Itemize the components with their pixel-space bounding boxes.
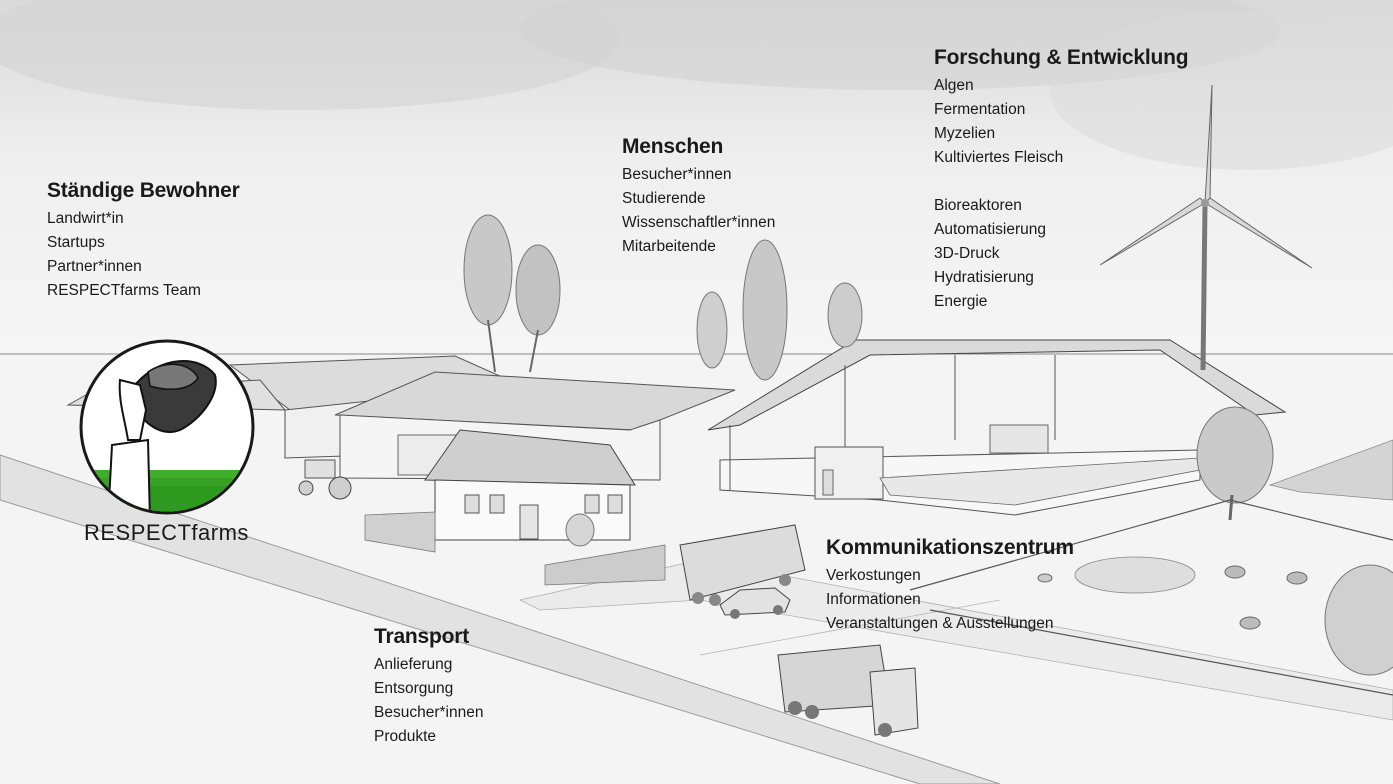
research-list: Algen Fermentation Myzelien Kultiviertes… <box>934 74 1188 314</box>
communication-block: Kommunikationszentrum Verkostungen Infor… <box>826 536 1074 636</box>
car <box>719 587 791 619</box>
list-item: Bioreaktoren <box>934 197 1022 214</box>
list-item: Landwirt*in <box>47 210 124 227</box>
list-item: Fermentation <box>934 101 1026 118</box>
field <box>1268 439 1393 501</box>
hedge <box>544 544 666 586</box>
cow <box>1037 573 1053 583</box>
list-item: Myzelien <box>934 125 996 142</box>
list-item: Automatisierung <box>934 221 1047 238</box>
list-item: Energie <box>934 293 988 310</box>
cloud <box>1050 10 1393 170</box>
fence <box>909 499 1393 591</box>
house-window <box>584 494 600 514</box>
list-item: Veranstaltungen & Ausstellungen <box>826 615 1054 632</box>
cow <box>1224 565 1246 579</box>
tree <box>1196 406 1274 504</box>
residents-block: Ständige Bewohner Landwirt*in Startups P… <box>47 179 240 303</box>
bus <box>679 524 806 606</box>
cow <box>1286 571 1308 585</box>
people-block: Menschen Besucher*innen Studierende Wiss… <box>622 135 775 259</box>
list-item: Wissenschaftler*innen <box>622 214 776 231</box>
tree <box>827 282 863 348</box>
residents-list: Landwirt*in Startups Partner*innen RESPE… <box>47 207 240 303</box>
list-item: Kultiviertes Fleisch <box>934 149 1064 166</box>
list-item: RESPECTfarms Team <box>47 282 201 299</box>
list-spacer <box>934 170 1188 194</box>
pond <box>1074 556 1196 594</box>
communication-list: Verkostungen Informationen Veranstaltung… <box>826 564 1074 636</box>
fence <box>929 609 1393 696</box>
transport-title: Transport <box>374 625 470 648</box>
road-edge <box>699 599 1001 656</box>
bioreactor-panel <box>989 424 1049 454</box>
tree <box>463 214 513 326</box>
people-title: Menschen <box>622 135 724 158</box>
list-item: Mitarbeitende <box>622 238 716 255</box>
road <box>0 454 1001 784</box>
logo-label: RESPECTfarms <box>84 520 249 545</box>
communication-title: Kommunikationszentrum <box>826 536 1074 559</box>
tree <box>1324 564 1393 676</box>
list-item: Verkostungen <box>826 567 921 584</box>
hall-pool <box>879 457 1201 506</box>
list-item: 3D-Druck <box>934 245 1000 262</box>
list-item: Partner*innen <box>47 258 142 275</box>
house-window <box>607 494 623 514</box>
list-item: Produkte <box>374 728 437 745</box>
cow <box>1239 616 1261 630</box>
turbine-hub <box>1201 199 1209 207</box>
turbine-tower <box>1200 204 1208 371</box>
house-window <box>464 494 480 514</box>
hedge <box>364 511 436 553</box>
cloud <box>0 0 620 110</box>
list-item: Algen <box>934 77 974 94</box>
list-item: Hydratisierung <box>934 269 1034 286</box>
house-door <box>519 504 539 540</box>
truck <box>777 644 919 737</box>
list-item: Startups <box>47 234 105 251</box>
tractor <box>298 459 352 500</box>
list-item: Besucher*innen <box>622 166 732 183</box>
transport-list: Anlieferung Entsorgung Besucher*innen Pr… <box>374 653 483 749</box>
residents-title: Ständige Bewohner <box>47 179 240 202</box>
transport-block: Transport Anlieferung Entsorgung Besuche… <box>374 625 483 749</box>
bush <box>565 513 595 547</box>
tree <box>742 239 788 381</box>
people-list: Besucher*innen Studierende Wissenschaftl… <box>622 163 775 259</box>
list-item: Besucher*innen <box>374 704 484 721</box>
research-block: Forschung & Entwicklung Algen Fermentati… <box>934 46 1189 314</box>
list-item: Studierende <box>622 190 706 207</box>
house-window <box>489 494 505 514</box>
list-item: Informationen <box>826 591 921 608</box>
tree <box>515 244 561 336</box>
hall-door <box>822 469 834 496</box>
tree <box>696 291 728 369</box>
list-item: Entsorgung <box>374 680 454 697</box>
research-title: Forschung & Entwicklung <box>934 46 1189 69</box>
list-item: Anlieferung <box>374 656 453 673</box>
